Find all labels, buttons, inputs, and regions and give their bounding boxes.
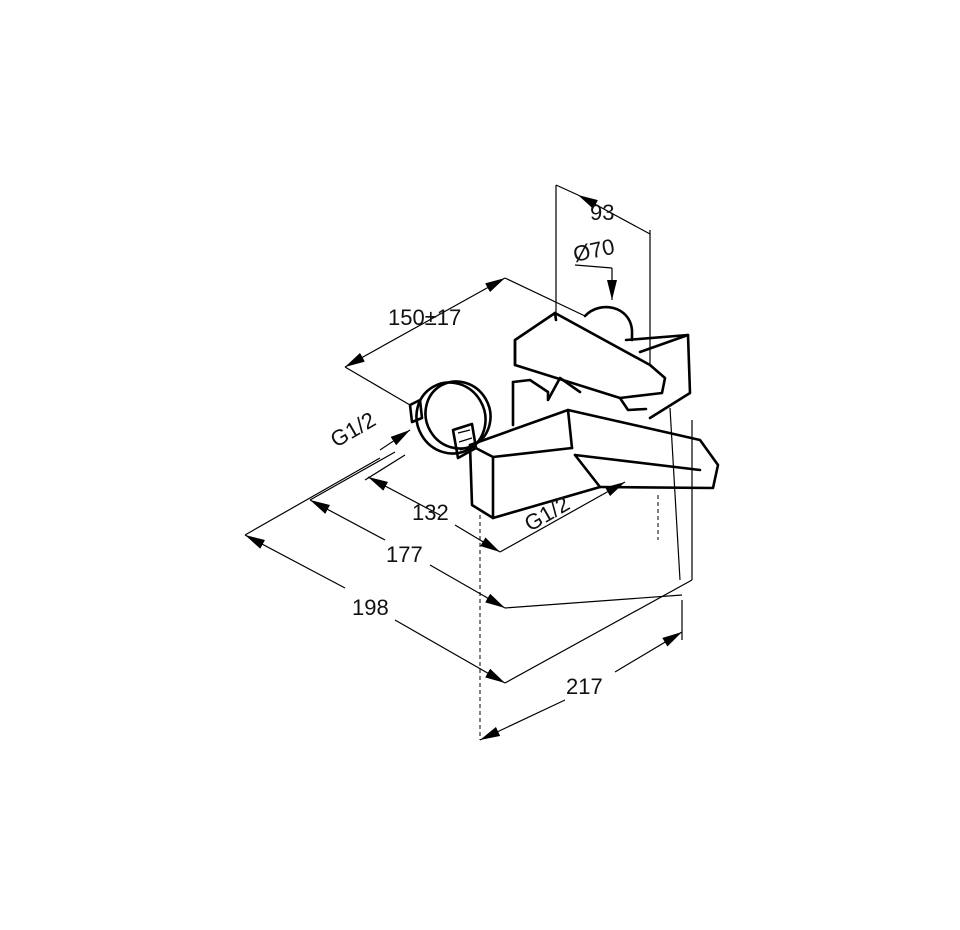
dim-150-line bbox=[344, 277, 506, 368]
extension-lines bbox=[244, 185, 693, 740]
dim-177-line bbox=[309, 499, 386, 541]
g12-left-label: G1/2 bbox=[326, 407, 380, 453]
dim-217-label: 217 bbox=[566, 674, 603, 699]
dimension-lines bbox=[244, 184, 693, 741]
dim-132-line bbox=[367, 476, 441, 516]
faucet-body bbox=[408, 305, 720, 520]
dim-150-label: 150±17 bbox=[388, 305, 461, 330]
dim-93-label: 93 bbox=[590, 200, 614, 225]
dim-217-line bbox=[479, 699, 566, 741]
dim-198-line bbox=[244, 534, 346, 589]
dim-70-label: Ø70 bbox=[571, 234, 617, 267]
dim-198-label: 198 bbox=[352, 595, 389, 620]
dim-93-line bbox=[577, 194, 651, 235]
dim-177-label: 177 bbox=[386, 542, 423, 567]
dim-132-label: 132 bbox=[412, 500, 449, 525]
dim-70-leader bbox=[574, 264, 613, 269]
